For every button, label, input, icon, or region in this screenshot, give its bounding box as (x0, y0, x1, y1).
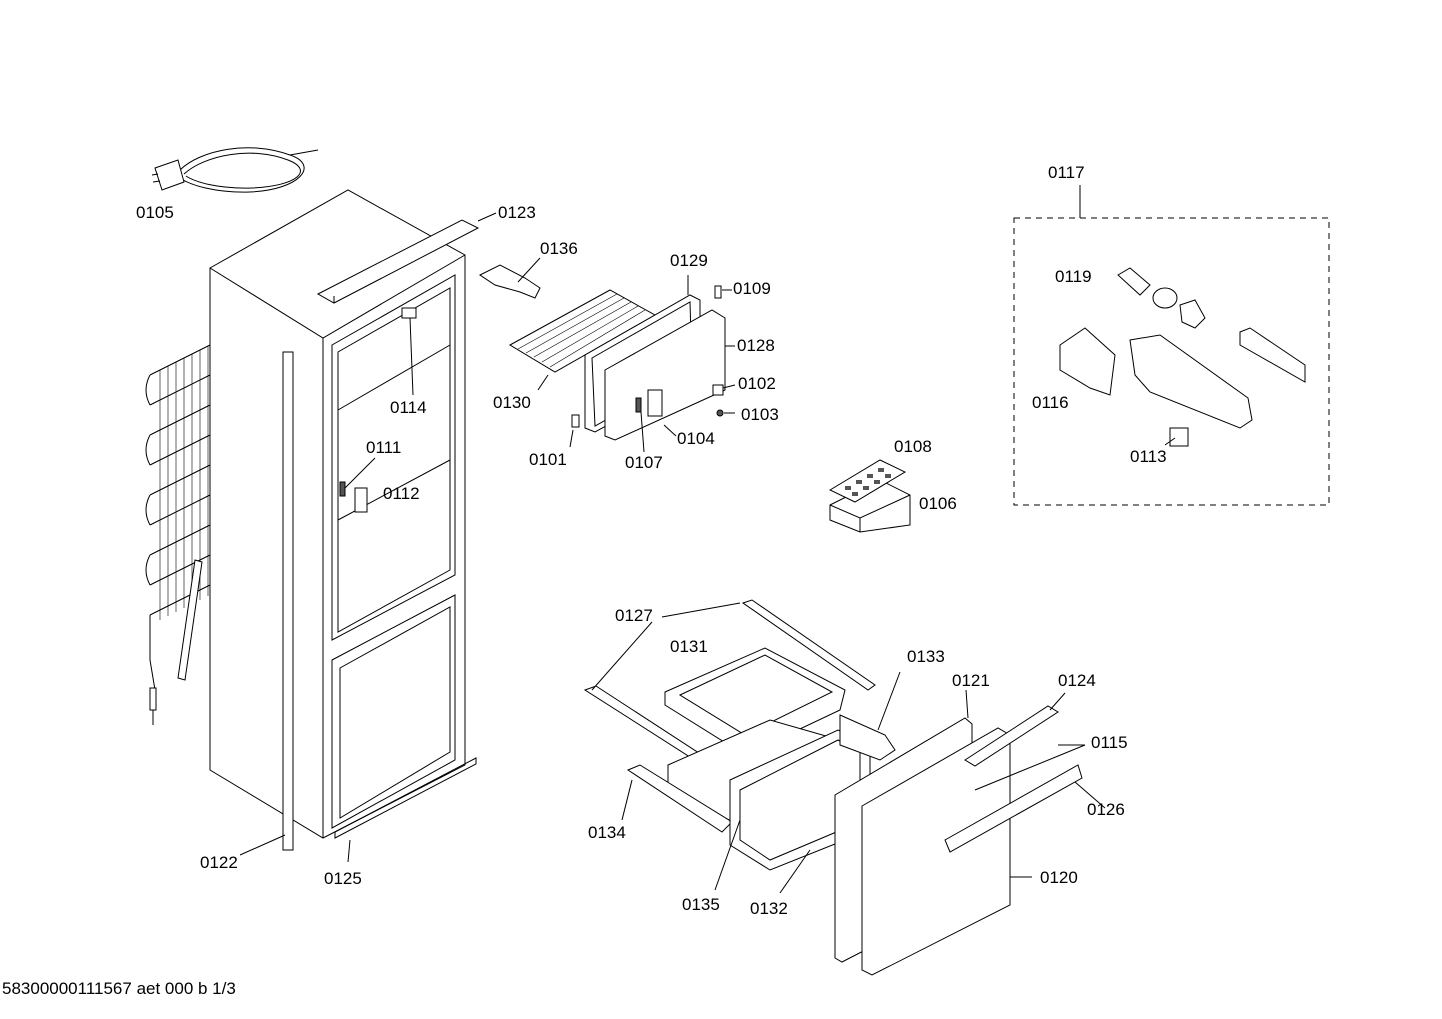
label-0121: 0121 (952, 671, 990, 690)
label-0127: 0127 (615, 606, 653, 625)
label-0101: 0101 (529, 450, 567, 469)
label-0130: 0130 (493, 393, 531, 412)
cabinet-body-part (209, 189, 466, 851)
power-cord-part (151, 147, 319, 193)
label-0106: 0106 (919, 494, 957, 513)
label-0113: 0113 (1130, 447, 1167, 466)
label-0112: 0112 (383, 484, 420, 503)
label-0136: 0136 (540, 239, 578, 258)
bracket-part (479, 264, 541, 299)
condenser-coil-part (145, 344, 211, 725)
label-0133: 0133 (907, 647, 945, 666)
part-labels: 0105 0123 0136 0129 0109 0128 0102 0103 … (136, 163, 1167, 918)
leader-lines (239, 212, 1176, 894)
label-0107: 0107 (625, 453, 663, 472)
label-0116: 0116 (1032, 393, 1069, 412)
freezer-drawers-part (583, 599, 896, 871)
bottom-strip-part (334, 757, 477, 839)
label-0102: 0102 (738, 374, 776, 393)
label-0103: 0103 (741, 405, 779, 424)
label-0119: 0119 (1055, 267, 1092, 286)
label-0123: 0123 (498, 203, 536, 222)
label-0135: 0135 (682, 895, 720, 914)
label-0111: 0111 (366, 438, 401, 457)
label-0109: 0109 (733, 279, 771, 298)
freezer-door-part (834, 705, 1083, 976)
label-0132: 0132 (750, 899, 788, 918)
label-0129: 0129 (670, 251, 708, 270)
light-assembly-group (1013, 185, 1330, 506)
diagram-footer-code: 58300000111567 aet 000 b 1/3 (2, 979, 236, 998)
label-0104: 0104 (677, 429, 715, 448)
label-0134: 0134 (588, 823, 626, 842)
label-0126: 0126 (1087, 800, 1125, 819)
label-0128: 0128 (737, 336, 775, 355)
evaporator-cover-part (571, 285, 726, 441)
label-0115: 0115 (1091, 733, 1128, 752)
label-0124: 0124 (1058, 671, 1096, 690)
label-0108: 0108 (894, 437, 932, 456)
label-0117: 0117 (1048, 163, 1085, 182)
ice-tray-part (828, 459, 911, 533)
evaporator-grid-part (508, 289, 657, 373)
label-0122: 0122 (200, 853, 238, 872)
label-0105: 0105 (136, 203, 174, 222)
label-0114: 0114 (390, 398, 427, 417)
label-0131: 0131 (670, 637, 708, 656)
top-rail-part (316, 219, 480, 304)
label-0120: 0120 (1040, 868, 1078, 887)
label-0125: 0125 (324, 869, 362, 888)
